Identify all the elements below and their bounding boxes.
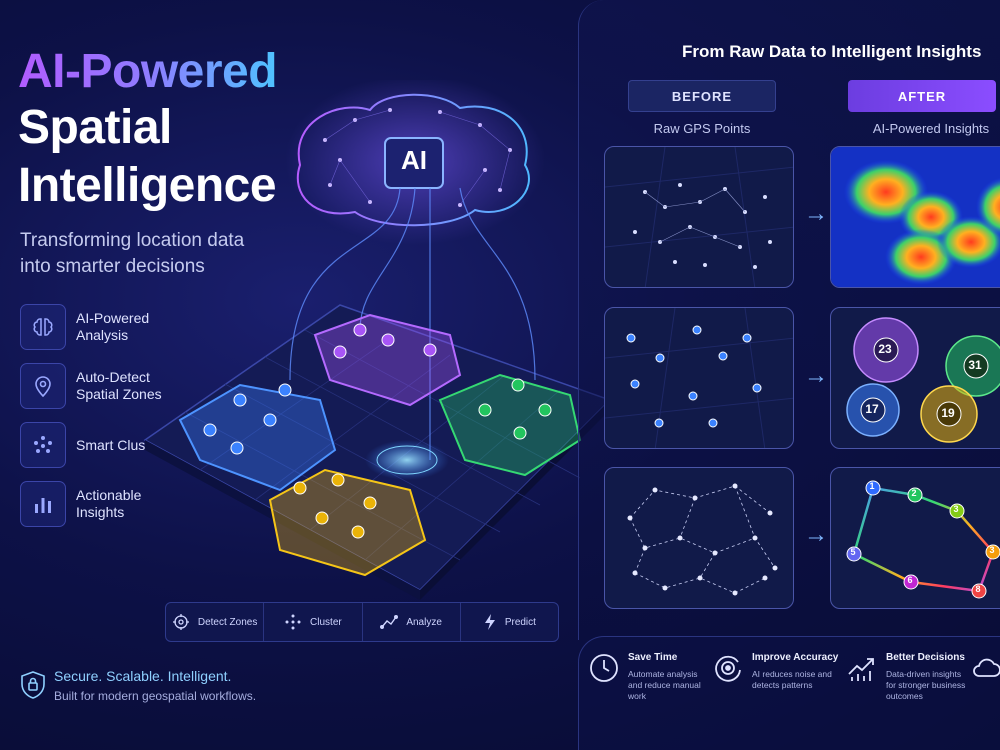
feature-item-zones: Auto-Detect Spatial Zones [20, 363, 186, 409]
hero-title-line3: Intelligence [18, 159, 277, 212]
route-stop-label: 3 [989, 545, 995, 555]
feature-label: AI-Powered Analysis [76, 310, 150, 343]
cluster-icon [285, 614, 301, 630]
benefit-desc: Data-driven insights for stronger busine… [886, 669, 966, 701]
feature-list: AI-Powered Analysis Auto-Detect Spatial … [20, 304, 186, 540]
cluster-count-green: 31 [968, 358, 982, 372]
cluster-dots-icon [20, 422, 66, 468]
brain-icon [20, 304, 66, 350]
heatmap-card [830, 146, 1000, 288]
after-badge: AFTER [848, 80, 996, 112]
before-badge: BEFORE [628, 80, 776, 112]
route-stop-label: 5 [850, 547, 856, 557]
cluster-count-blue: 17 [865, 402, 879, 416]
arrow-right-icon: → [804, 521, 828, 548]
raw-points-card [604, 146, 794, 288]
feature-item-insights: Actionable Insights [20, 481, 186, 527]
tool-label: Analyze [406, 616, 442, 628]
benefit-desc: AI reduces noise and detects patterns [752, 669, 832, 690]
accuracy-icon [715, 655, 741, 682]
benefit-title: Save Time [628, 652, 678, 663]
lightning-icon [484, 614, 495, 630]
route-stop-label: 3 [953, 504, 959, 514]
cluster-button[interactable]: Cluster [263, 603, 361, 641]
ai-chip-label: AI [401, 145, 427, 175]
after-column-label: AI-Powered Insights [872, 121, 990, 136]
hero-subtitle: Transforming location data into smarter … [20, 230, 245, 277]
target-icon [172, 614, 189, 630]
hero-title-line2: Spatial [18, 101, 172, 154]
comparison-heading: From Raw Data to Intelligent Insights [682, 42, 982, 61]
tool-label: Detect Zones [197, 616, 258, 628]
route-stop-label: 8 [975, 584, 981, 594]
arrow-right-icon: → [804, 362, 828, 389]
analyze-button[interactable]: Analyze [361, 603, 460, 641]
before-column-label: Raw GPS Points [653, 121, 751, 136]
bar-chart-icon [20, 481, 66, 527]
route-stop-label: 2 [911, 488, 917, 498]
clock-icon [590, 654, 618, 682]
tool-label: Cluster [310, 616, 342, 628]
cloud-icon [973, 658, 1000, 677]
action-toolbar: Detect Zones Cluster Analyze Predict [165, 602, 559, 642]
spatial-map-illustration [143, 80, 610, 600]
cluster-result-card [830, 307, 1000, 449]
feature-item-analysis: AI-Powered Analysis [20, 304, 186, 350]
security-note: Secure. Scalable. Intelligent. Built for… [20, 668, 256, 703]
cluster-count-purple: 23 [878, 342, 892, 356]
line-graph-icon [380, 615, 399, 629]
location-pin-icon [20, 363, 66, 409]
raw-pins-card [604, 307, 794, 449]
benefit-save-time: Save Time Automate analysis and reduce m… [588, 652, 708, 702]
shield-lock-icon [21, 671, 45, 699]
hero-title-line1: AI-Powered [18, 45, 278, 98]
raw-network-card [604, 467, 794, 609]
trend-up-icon [848, 658, 874, 681]
cluster-count-yellow: 19 [941, 406, 955, 420]
benefit-title: Improve Accuracy [752, 652, 839, 663]
route-stop-label: 6 [907, 575, 913, 585]
route-stop-label: 1 [869, 481, 875, 491]
security-tagline: Secure. Scalable. Intelligent. [54, 668, 232, 684]
route-result-card [830, 467, 1000, 609]
feature-label: Auto-Detect Spatial Zones [76, 369, 162, 402]
feature-label: Actionable Insights [76, 487, 142, 520]
arrow-right-icon: → [804, 200, 828, 227]
benefit-accuracy: Improve Accuracy AI reduces noise and de… [712, 652, 838, 691]
tool-label: Predict [504, 616, 536, 628]
pin-group [203, 323, 552, 539]
benefit-decisions: Better Decisions Data-driven insights fo… [846, 652, 966, 702]
benefit-desc: Automate analysis and reduce manual work [628, 669, 701, 701]
benefit-title: Better Decisions [886, 652, 965, 663]
predict-button[interactable]: Predict [459, 603, 558, 641]
detect-zones-button[interactable]: Detect Zones [166, 603, 263, 641]
security-subline: Built for modern geospatial workflows. [54, 689, 257, 703]
benefits-bar [578, 636, 1000, 750]
